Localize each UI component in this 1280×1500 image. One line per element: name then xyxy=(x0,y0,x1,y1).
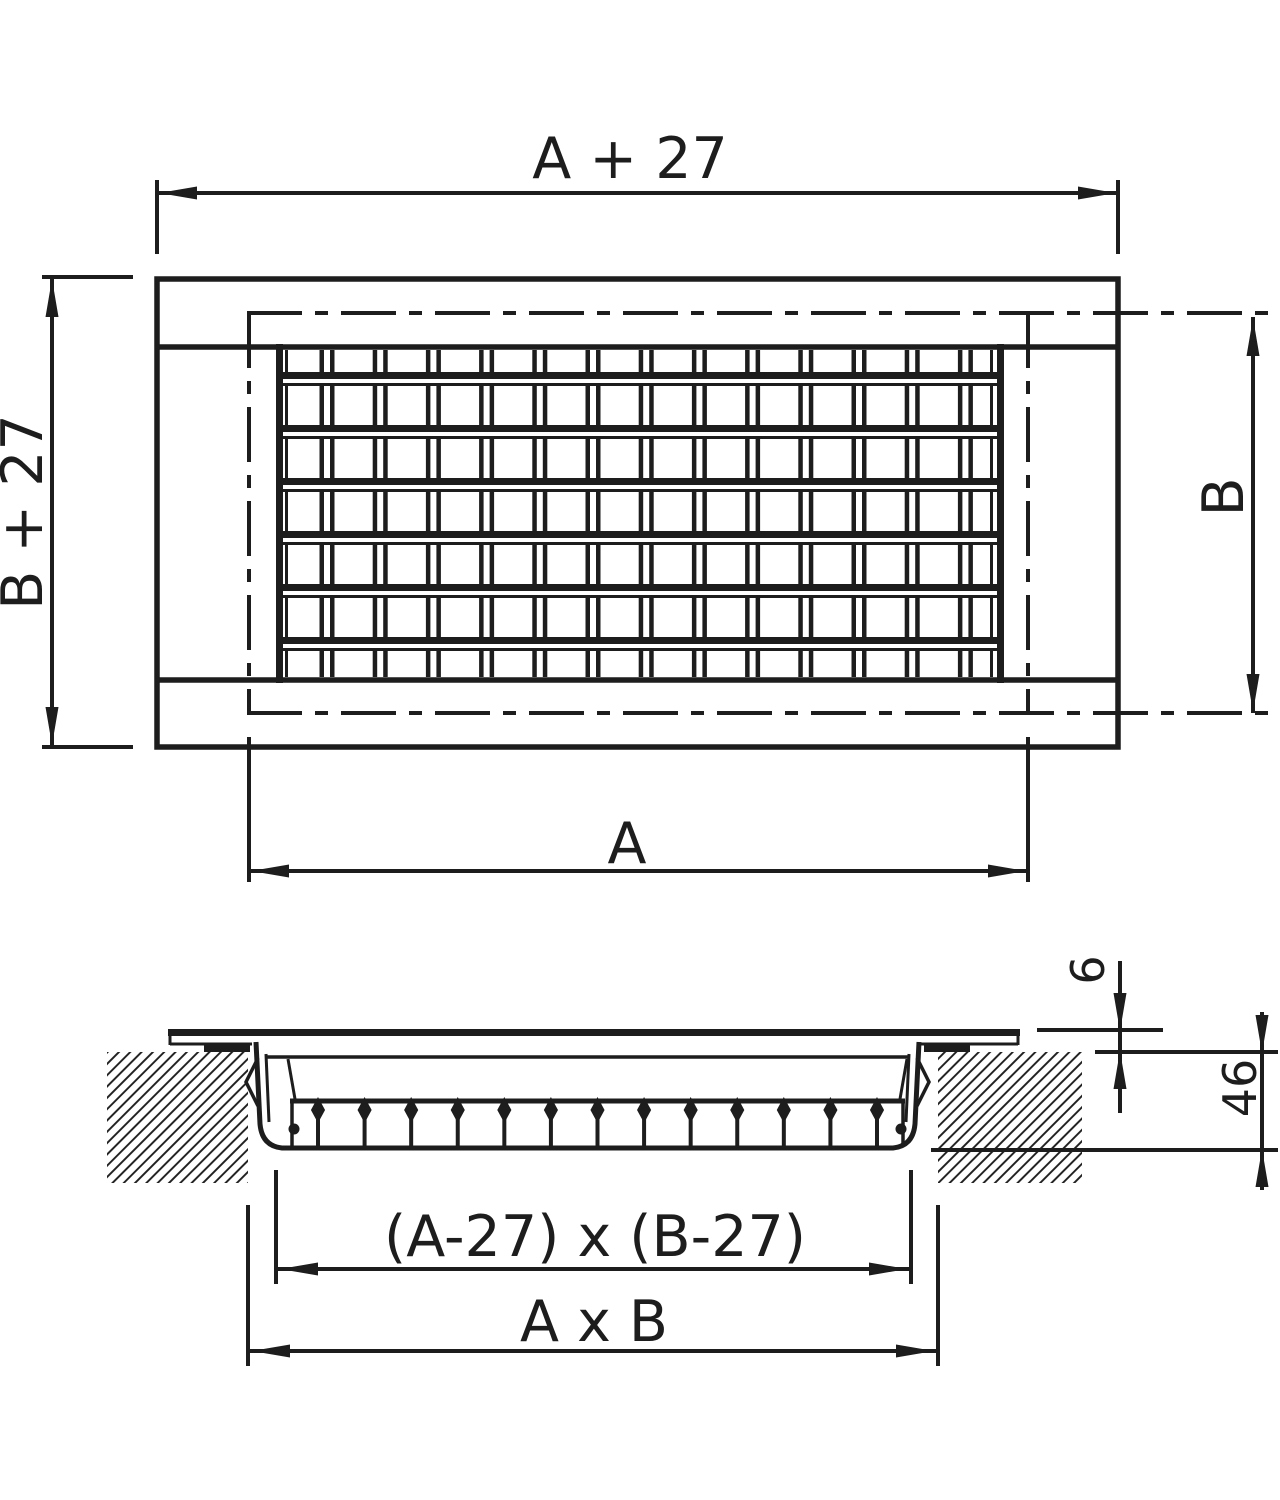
vertical-blade-line xyxy=(915,350,920,677)
spring-clip-left xyxy=(244,1057,260,1107)
tray-slope-left xyxy=(286,1058,297,1100)
face-plate xyxy=(168,1029,1020,1036)
label-overall-width: A + 27 xyxy=(532,126,728,192)
damper-blade-head xyxy=(730,1096,745,1124)
horizontal-blade-bar xyxy=(283,425,997,432)
duct-hidden-outline xyxy=(247,311,1272,715)
vertical-blade-line xyxy=(808,350,814,677)
damper-blade-head xyxy=(683,1096,698,1124)
screw-hole-right xyxy=(895,1123,907,1135)
vertical-blade-line xyxy=(585,350,590,677)
vertical-blade-line xyxy=(862,350,867,677)
damper-blade-head xyxy=(404,1096,419,1124)
core-right-edge xyxy=(997,344,1004,683)
damper-blade-ticks xyxy=(310,1096,885,1146)
plan-view: A + 27 B + 27 B A xyxy=(0,126,1272,882)
horizontal-blade-bar xyxy=(283,372,997,379)
vertical-blade-line xyxy=(990,350,993,677)
damper-blade-head xyxy=(637,1096,652,1124)
vertical-blade-line xyxy=(798,350,803,677)
horizontal-blade-bar xyxy=(283,478,997,485)
horizontal-blade-bar xyxy=(283,584,997,591)
vertical-blade-line xyxy=(319,350,324,677)
damper-blade-head xyxy=(543,1096,558,1124)
damper-blade-head xyxy=(823,1096,838,1124)
label-duct-height: B xyxy=(1191,477,1257,516)
vertical-blade-line xyxy=(383,350,388,677)
vertical-blade-line xyxy=(330,350,335,677)
screw-hole-left xyxy=(288,1123,300,1135)
label-wall-opening: A x B xyxy=(520,1289,668,1355)
horizontal-blade-edge xyxy=(283,489,997,492)
vertical-blade-line xyxy=(489,350,495,677)
wall-section-right xyxy=(938,1052,1082,1183)
vertical-blade-line xyxy=(542,350,548,677)
dimension-duct-width xyxy=(247,737,1030,882)
core-left-edge xyxy=(276,344,283,683)
damper-blade-head xyxy=(590,1096,605,1124)
horizontal-blade-edge xyxy=(283,436,997,439)
dimension-overall-height xyxy=(42,275,133,749)
vertical-blade-line xyxy=(372,350,378,677)
vertical-blade-line xyxy=(691,350,697,677)
label-overall-height: B + 27 xyxy=(0,414,56,610)
label-flange-protrusion: 6 xyxy=(1061,955,1115,984)
damper-blade-head xyxy=(497,1096,512,1124)
vertical-blade-line xyxy=(425,350,431,677)
tray-slope-right xyxy=(898,1058,909,1100)
horizontal-blade-edge xyxy=(283,595,997,598)
vertical-blade-line xyxy=(638,350,644,677)
neck-inner-left xyxy=(264,1053,271,1123)
dimension-duct-height xyxy=(1246,317,1260,713)
vertical-blade-line xyxy=(702,350,707,677)
vertical-blade-line xyxy=(968,350,973,677)
horizontal-blade-edge xyxy=(283,383,997,386)
wall-section-left xyxy=(107,1052,248,1183)
vertical-blade-line xyxy=(755,350,761,677)
horizontal-blade-bar xyxy=(283,531,997,538)
label-duct-width: A xyxy=(608,811,647,877)
gasket-pad-left xyxy=(204,1043,250,1052)
dimension-flange-protrusion xyxy=(1037,961,1278,1113)
horizontal-blade-edge xyxy=(283,542,997,545)
damper-blade-head xyxy=(357,1096,372,1124)
section-view: 6 46 (A-27) x (B-27) A x B xyxy=(107,955,1278,1366)
vertical-blade-line xyxy=(649,350,654,677)
horizontal-blades xyxy=(283,372,997,651)
dimension-wall-opening xyxy=(246,1205,940,1366)
damper-blade-head xyxy=(310,1096,326,1124)
label-duct-connection: (A-27) x (B-27) xyxy=(384,1204,806,1270)
gasket-pad-right xyxy=(924,1043,970,1052)
vertical-blade-line xyxy=(596,350,601,677)
vertical-blade-line xyxy=(851,350,856,677)
vertical-blade-lines xyxy=(285,350,993,677)
vertical-blade-line xyxy=(957,350,963,677)
spring-clip-right xyxy=(915,1057,931,1107)
grille-tray-profile xyxy=(253,1041,922,1151)
vertical-blade-line xyxy=(479,350,484,677)
damper-blade-head xyxy=(869,1096,885,1124)
dimension-overall-width xyxy=(155,180,1120,254)
neck-inner-right xyxy=(904,1053,911,1123)
vertical-blade-line xyxy=(532,350,537,677)
vertical-blade-line xyxy=(436,350,441,677)
vertical-blade-line xyxy=(285,350,288,677)
grille-outer-frame xyxy=(154,276,1121,750)
horizontal-blade-bar xyxy=(283,637,997,644)
label-mounting-depth: 46 xyxy=(1213,1059,1267,1118)
damper-blade-head xyxy=(450,1096,465,1124)
vertical-blade-line xyxy=(904,350,910,677)
damper-blade-head xyxy=(776,1096,791,1124)
dimension-duct-connection xyxy=(274,1170,913,1284)
vertical-blade-line xyxy=(745,350,750,677)
dimension-mounting-depth xyxy=(931,1012,1278,1190)
horizontal-blade-edge xyxy=(283,648,997,651)
